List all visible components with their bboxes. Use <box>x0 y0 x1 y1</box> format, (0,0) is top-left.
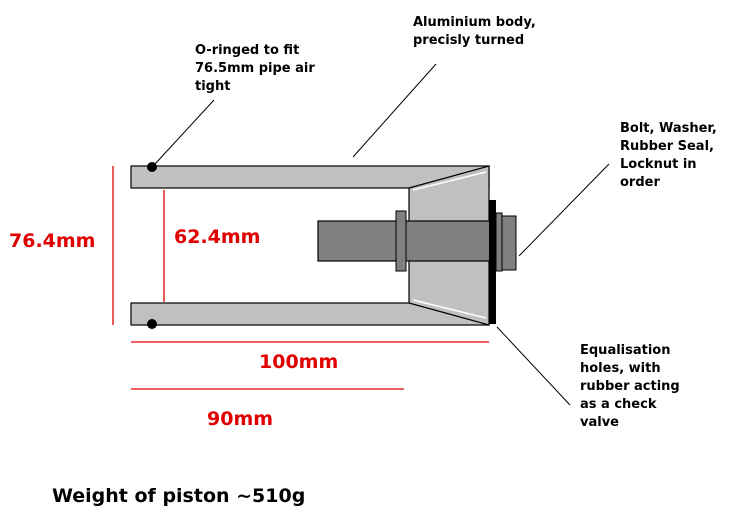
dimension-inner-label: 62.4mm <box>174 226 261 248</box>
equalisation-hole-top <box>412 171 487 191</box>
leader-holes <box>496 326 571 406</box>
annotation-holes: Equalisation holes, with rubber acting a… <box>580 343 680 430</box>
dimension-outer-label: 76.4mm <box>9 230 96 252</box>
o-ring-top <box>147 162 157 172</box>
locknut <box>501 215 517 271</box>
annotation-oring: O-ringed to fit 76.5mm pipe air tight <box>195 43 315 94</box>
leader-oring <box>154 99 215 165</box>
bolt-washer-inner <box>395 210 407 272</box>
leader-bolt <box>518 163 610 257</box>
bolt-shaft <box>317 220 502 262</box>
washer-outer <box>495 212 503 272</box>
leader-body <box>352 63 437 158</box>
dimension-inner-length-label: 90mm <box>207 408 274 430</box>
equalisation-hole-bottom <box>412 299 487 319</box>
o-ring-bottom <box>147 319 157 329</box>
dimension-length-label: 100mm <box>259 351 339 373</box>
annotation-body: Aluminium body, precisly turned <box>413 15 536 48</box>
annotation-bolt: Bolt, Washer, Rubber Seal, Locknut in or… <box>620 121 717 190</box>
piston-weight: Weight of piston ~510g <box>52 485 306 507</box>
rubber-seal <box>489 200 496 324</box>
